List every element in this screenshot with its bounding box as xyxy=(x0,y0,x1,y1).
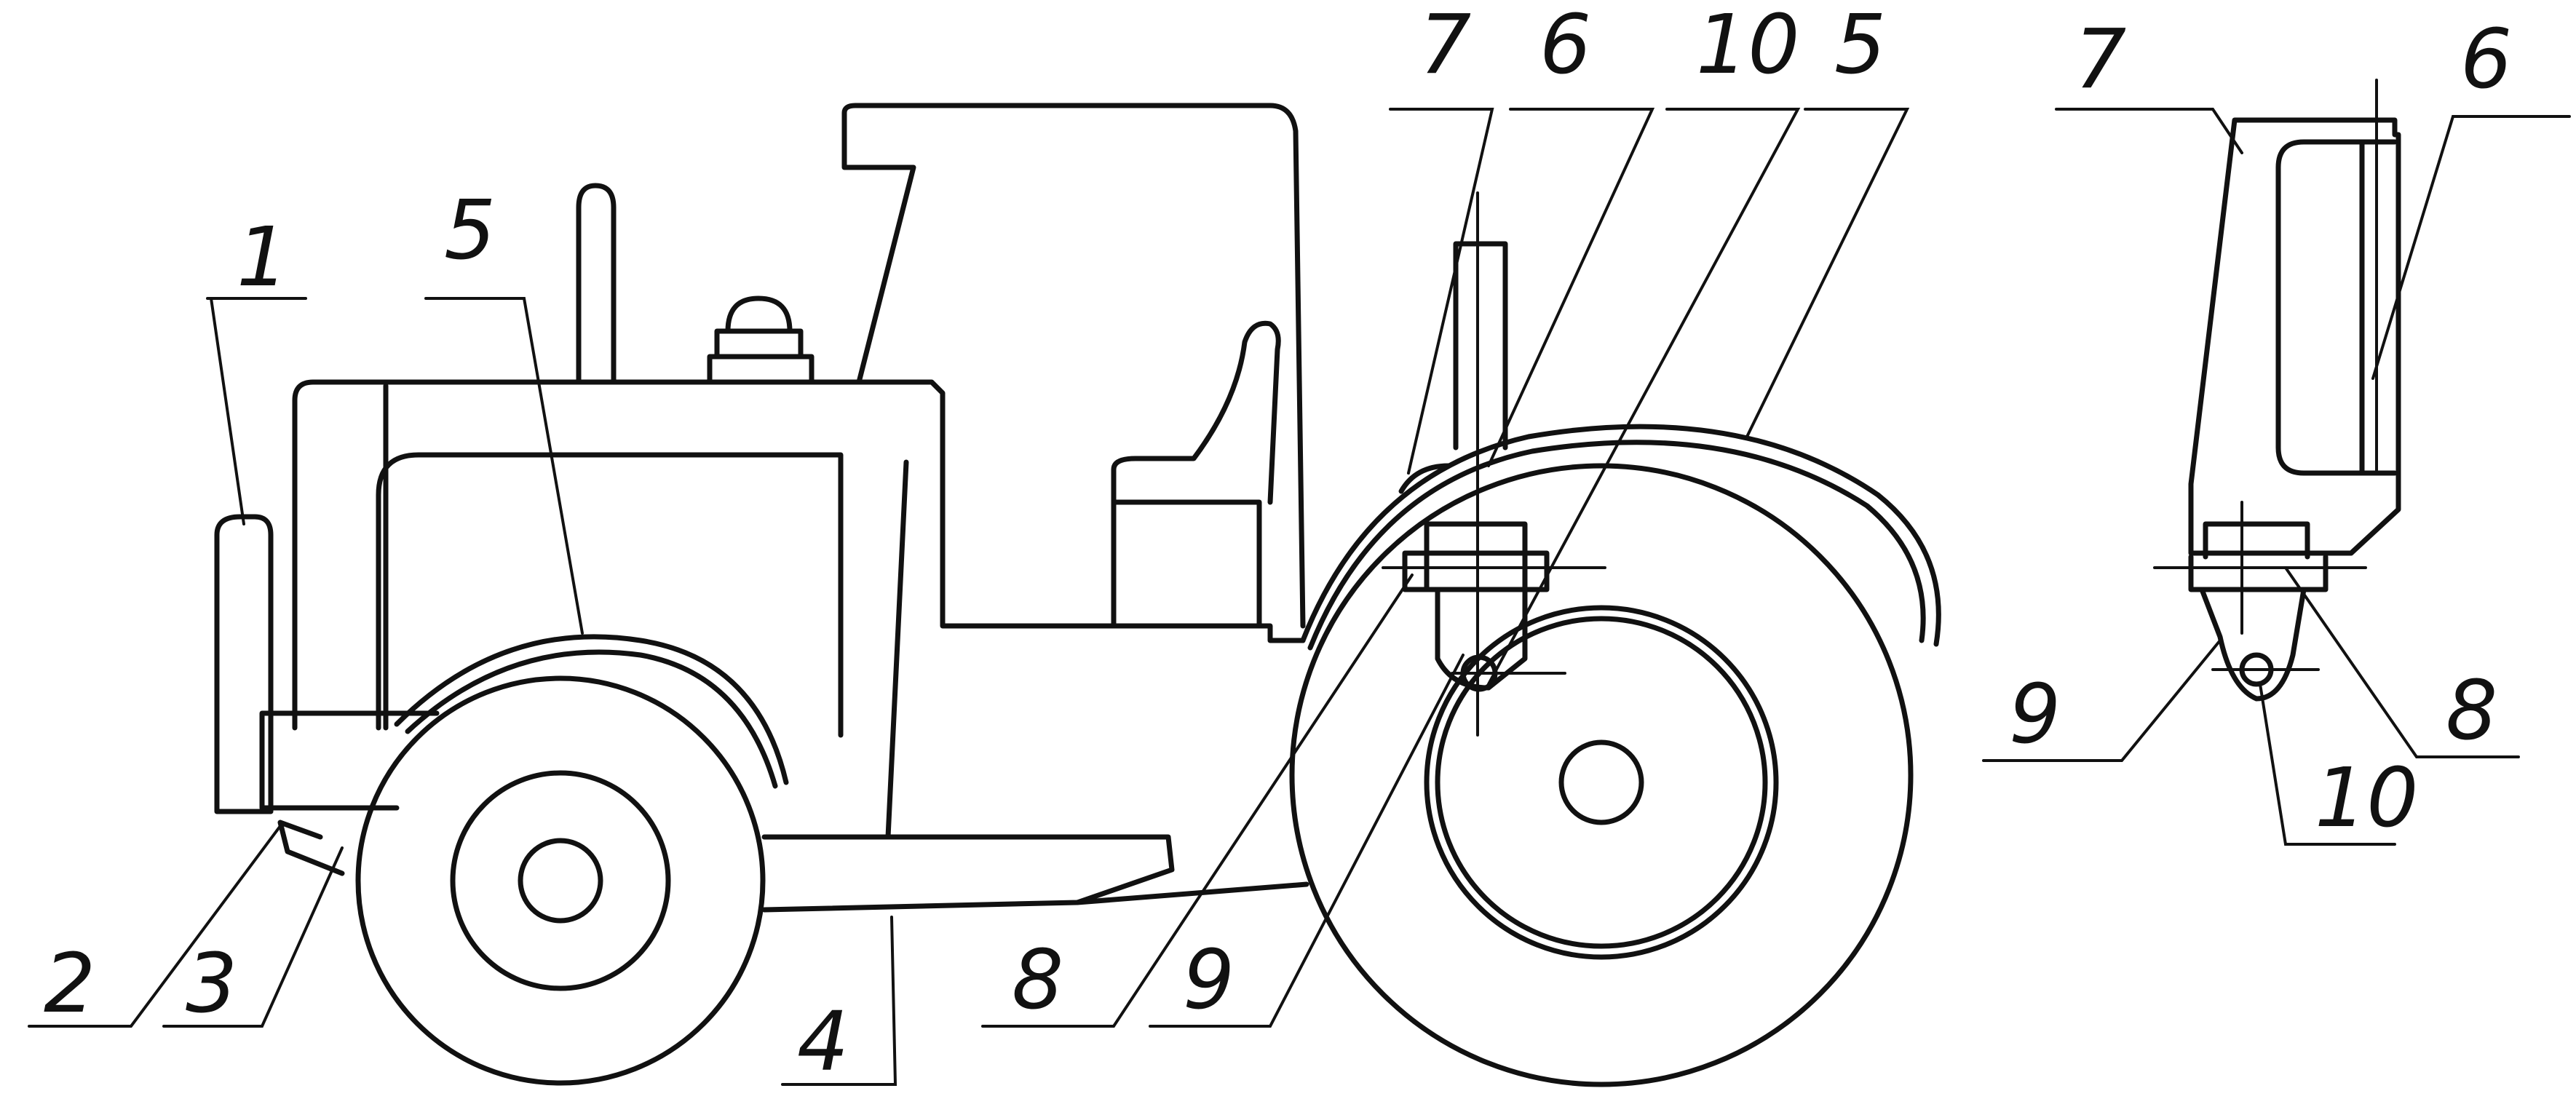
rear-fender xyxy=(1300,424,1941,647)
front-wheel-hub xyxy=(518,838,603,924)
leader-7-main xyxy=(1389,108,1494,475)
leader-9-detail xyxy=(1982,639,2222,762)
label-10-main: 10 xyxy=(1696,0,1800,92)
detail-bracket-body xyxy=(2188,117,2401,556)
label-1: 1 xyxy=(237,210,288,305)
leader-8-detail xyxy=(2284,566,2520,758)
leader-6-main xyxy=(1487,108,1655,467)
leader-8-main xyxy=(981,574,1414,1028)
seat xyxy=(1111,320,1281,629)
label-7-detail: 7 xyxy=(2074,12,2126,107)
body-side-panel xyxy=(885,459,909,840)
rear-wheel-hub xyxy=(1558,739,1644,825)
leader-2 xyxy=(28,825,282,1028)
leader-3 xyxy=(162,846,344,1028)
leader-lines xyxy=(28,108,2571,1086)
label-8-main: 8 xyxy=(1012,933,1063,1028)
vertical-post xyxy=(1453,241,1508,451)
leader-1 xyxy=(206,297,307,525)
detail-view xyxy=(2153,79,2401,702)
tractor-side-view xyxy=(214,103,1941,1087)
fender-mount-bracket xyxy=(1398,463,1451,494)
labels: 1 2 3 4 5 7 6 10 5 8 9 7 6 9 8 10 xyxy=(44,0,2512,1090)
leader-10-main xyxy=(1487,108,1801,686)
rear-fender-inner xyxy=(1307,440,1926,651)
detail-lug xyxy=(2199,587,2307,702)
label-9-main: 9 xyxy=(1183,933,1235,1028)
leader-10-detail xyxy=(2259,683,2396,846)
frame-to-rear xyxy=(1074,881,1309,905)
exhaust-pipe xyxy=(576,183,617,385)
label-4: 4 xyxy=(797,995,849,1090)
label-5-rear: 5 xyxy=(1834,0,1886,92)
label-3: 3 xyxy=(186,937,237,1031)
label-6-detail: 6 xyxy=(2460,12,2512,107)
leader-5-front xyxy=(424,297,584,635)
front-hitch xyxy=(277,820,345,876)
front-fender xyxy=(394,634,789,785)
detail-bracket-block xyxy=(2188,521,2329,592)
engine-side-panel xyxy=(376,452,844,738)
label-9-detail: 9 xyxy=(2009,667,2061,762)
label-5-front: 5 xyxy=(444,183,496,278)
leader-6-detail xyxy=(2371,115,2571,380)
detail-post-outline xyxy=(2275,139,2398,476)
label-6-main: 6 xyxy=(1539,0,1591,92)
rear-wheel-tire xyxy=(1289,463,1914,1087)
leader-7-detail xyxy=(2055,108,2243,154)
air-filter-cap xyxy=(707,295,815,385)
front-grille xyxy=(214,514,274,814)
detail-bracket-centerline xyxy=(2153,501,2367,635)
label-10-detail: 10 xyxy=(2315,751,2419,846)
front-wheel-tire xyxy=(355,675,766,1086)
leader-9-main xyxy=(1149,654,1465,1028)
label-2: 2 xyxy=(44,937,95,1031)
engine-hood xyxy=(292,379,1306,731)
leader-5-rear xyxy=(1745,108,1910,438)
rear-wheel-rim-inner xyxy=(1435,616,1768,949)
bracket-block xyxy=(1402,521,1550,592)
leader-4 xyxy=(781,916,897,1086)
cab-roof xyxy=(841,103,1306,629)
label-8-detail: 8 xyxy=(2446,664,2497,758)
rear-wheel-rim-outer xyxy=(1424,605,1779,960)
label-7-main: 7 xyxy=(1419,0,1471,92)
lower-frame xyxy=(761,834,1175,913)
front-fender-inner xyxy=(405,649,778,789)
front-wheel-rim xyxy=(450,770,671,991)
